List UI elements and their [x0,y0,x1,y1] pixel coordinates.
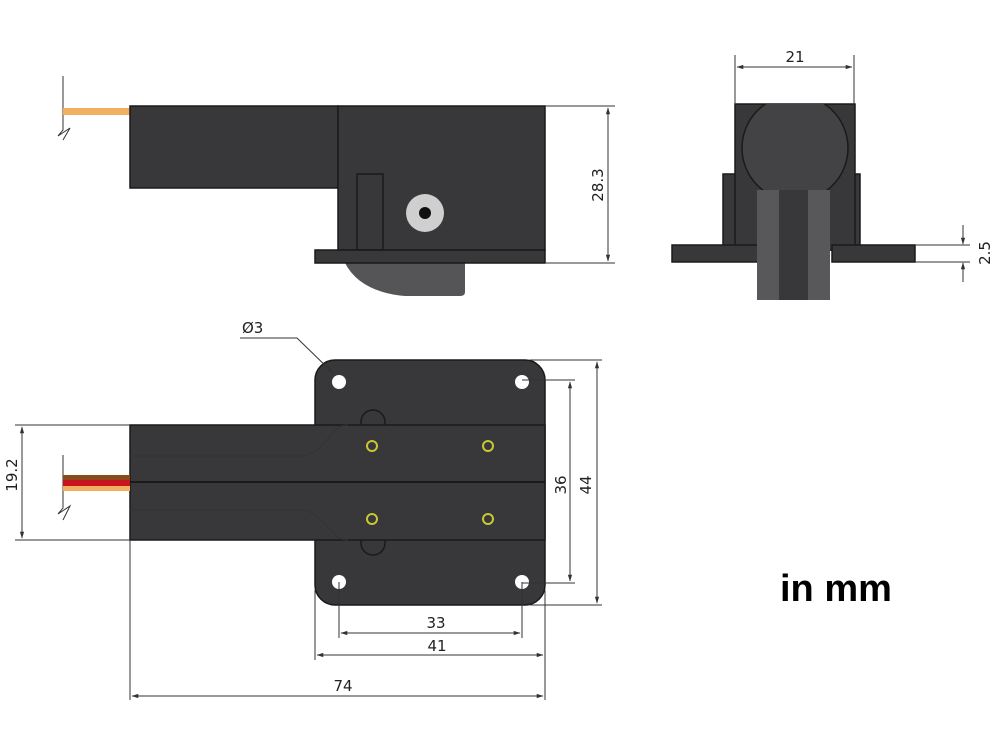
wire [63,108,130,115]
unit-label: in mm [780,568,892,610]
wire-brown [63,475,130,480]
pad-ring [482,513,494,525]
flange-right [831,244,916,263]
servo-housing [129,105,339,189]
dim-hole-diameter-label: Ø3 [242,319,263,337]
pivot-pin [419,207,431,219]
bottom-view: 19.2 36 44 33 41 74 Ø3 [3,319,602,700]
pad-ring [366,440,378,452]
slot [356,173,384,251]
front-view: 21 2.5 [671,48,994,300]
wheel-ball [741,104,849,190]
mount-hole [515,375,529,389]
pad-ring [482,440,494,452]
dim-width-label: 21 [785,48,804,66]
wire-red [63,480,130,486]
mount-hole [332,375,346,389]
hole-leader [240,337,334,374]
wire-orange [63,486,130,491]
main-body [337,105,546,251]
mount-flange [314,249,546,264]
side-view: 28.3 [57,76,615,296]
dim-plate-height-label: 44 [577,475,595,494]
pad-ring [366,513,378,525]
dim-hole-h-label: 33 [426,614,445,632]
ramp [345,263,465,296]
flange-left [671,244,768,263]
dim-arm-width-label: 19.2 [3,458,21,491]
dim-length-label: 74 [333,677,352,695]
leg-core [779,190,808,300]
dim-plate-width-label: 41 [427,637,446,655]
dim-height-label: 28.3 [589,168,607,201]
dim-hole-v-label: 36 [552,475,570,494]
dim-flange-label: 2.5 [976,241,994,265]
